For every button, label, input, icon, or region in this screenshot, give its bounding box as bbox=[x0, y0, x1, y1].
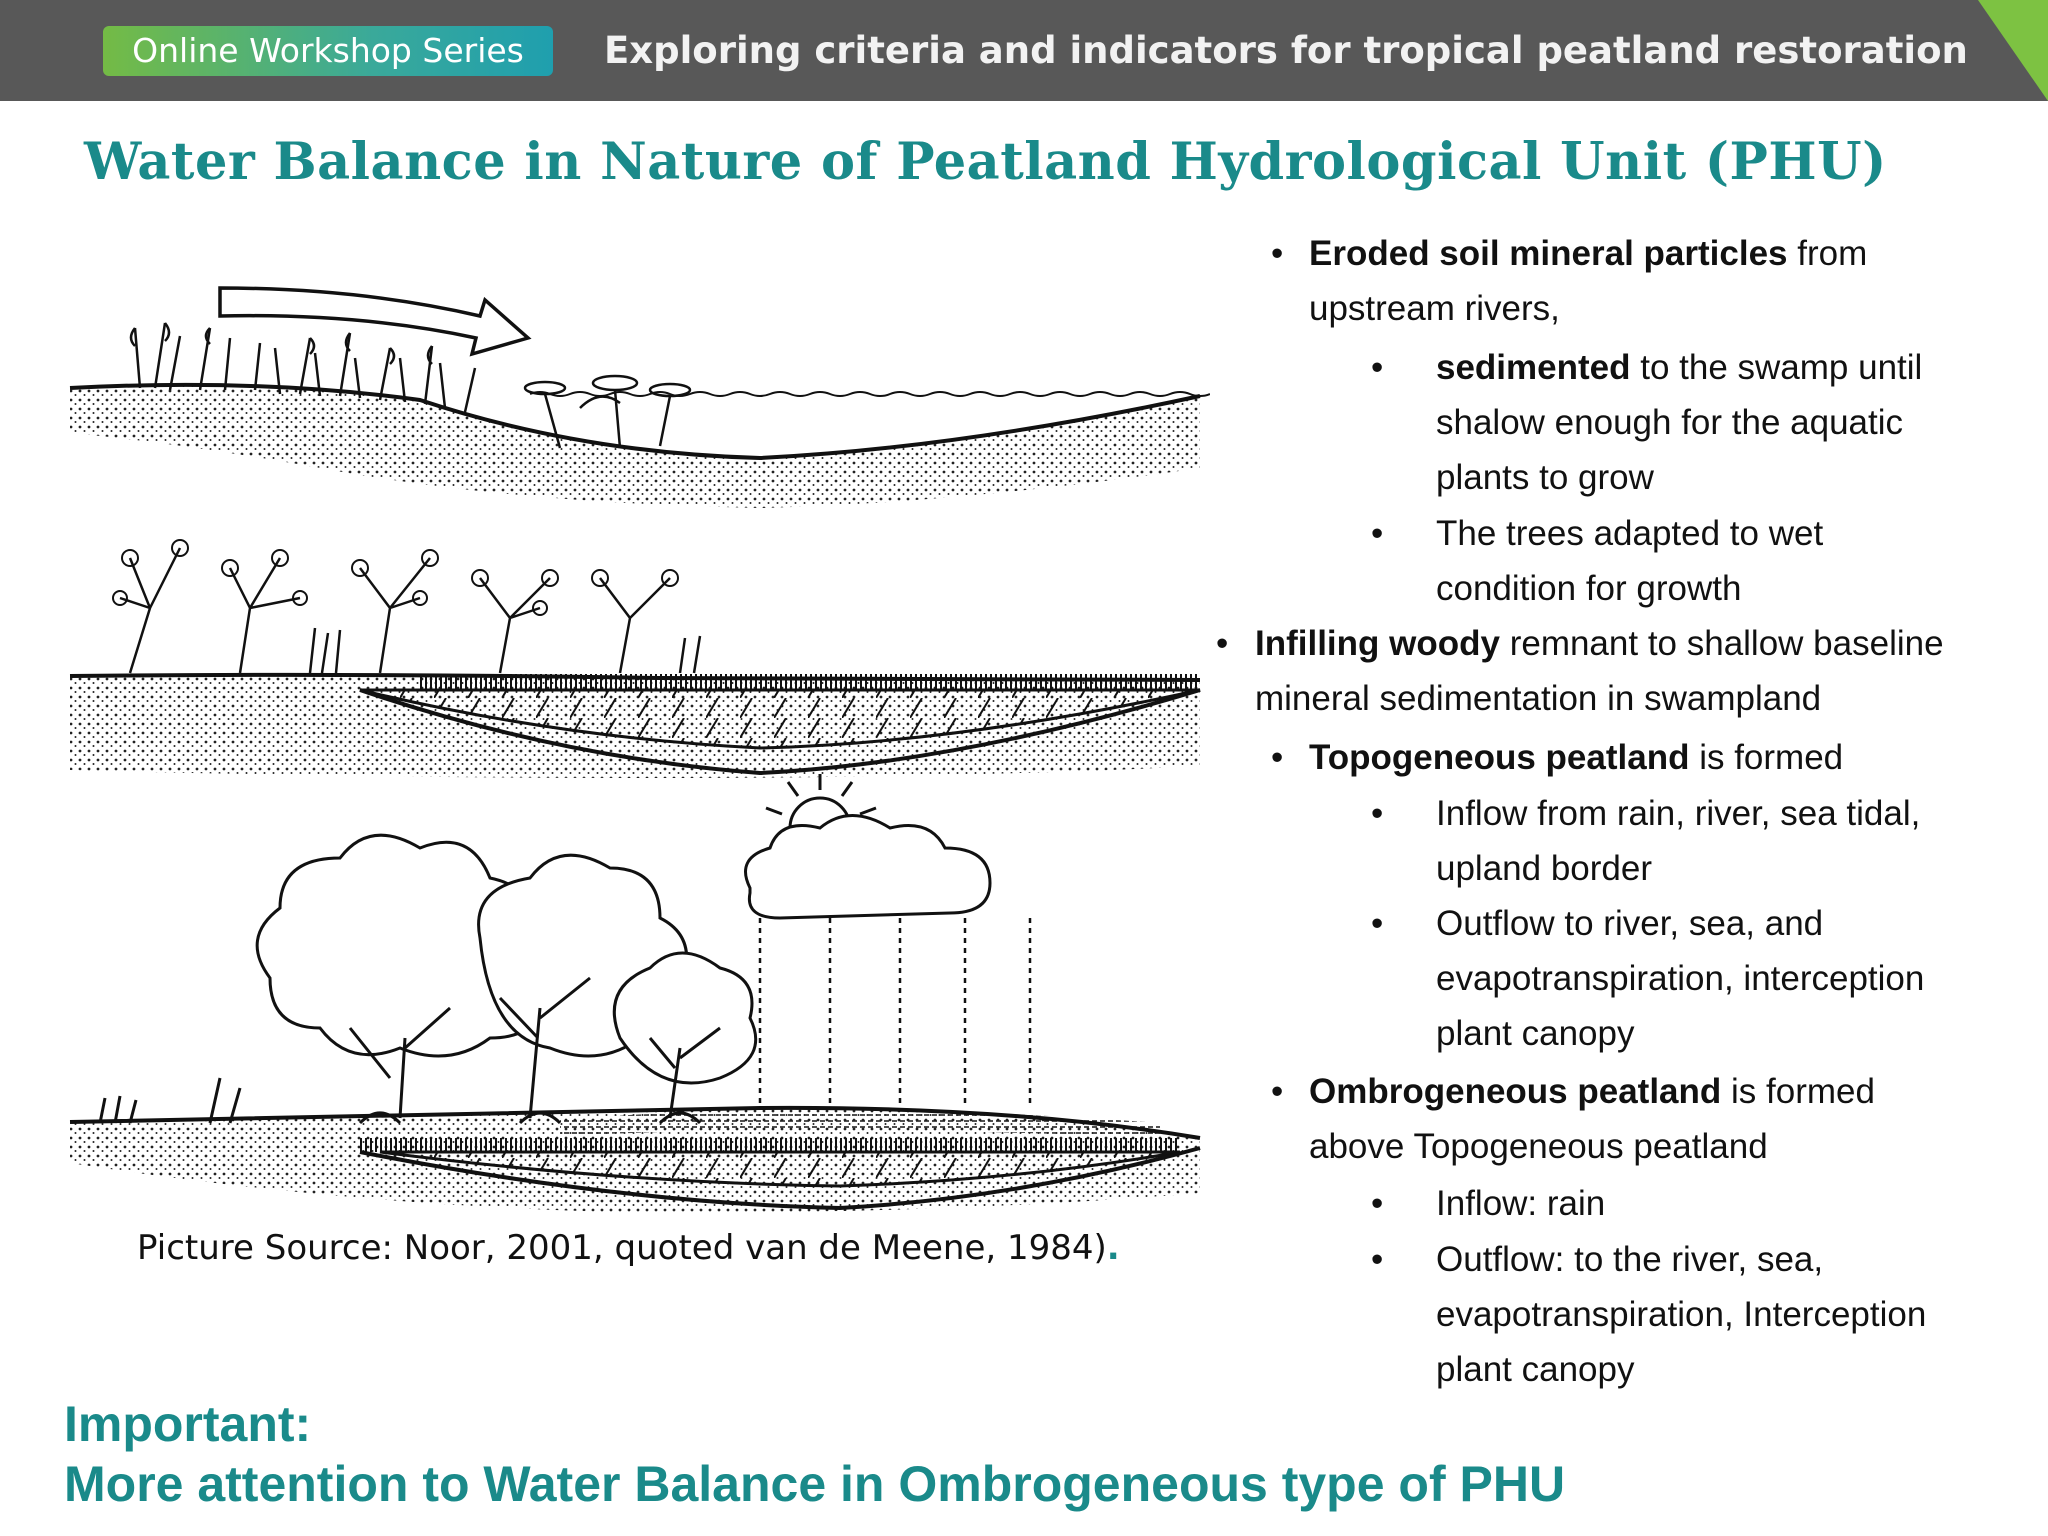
bullet-glyph: • bbox=[1271, 738, 1284, 777]
peatland-formation-illustration bbox=[69, 286, 1210, 1213]
bullet-topogeneous-outflow: • Outflow to river, sea, and evapotransp… bbox=[1371, 896, 1976, 1061]
important-heading: Important: bbox=[64, 1396, 312, 1452]
important-message: More attention to Water Balance in Ombro… bbox=[64, 1456, 1566, 1512]
bullet-glyph: • bbox=[1371, 794, 1384, 833]
bullet-ombrogeneous-outflow: • Outflow: to the river, sea, evapotrans… bbox=[1371, 1232, 1976, 1397]
rain-lines bbox=[758, 918, 1032, 1108]
bullet-ombrogeneous-inflow: • Inflow: rain bbox=[1371, 1176, 1976, 1231]
bullet-eroded-soil: • Eroded soil mineral particles from ups… bbox=[1271, 226, 1949, 336]
bullet-glyph: • bbox=[1371, 1240, 1384, 1279]
important-note: Important: More attention to Water Balan… bbox=[64, 1394, 1565, 1514]
cloud-icon bbox=[744, 814, 992, 920]
bullet-trees-adapted: • The trees adapted to wet condition for… bbox=[1371, 506, 1936, 616]
stage1-swamp bbox=[69, 286, 1210, 508]
bullet-sedimented: • sedimented to the swamp until shalow e… bbox=[1371, 340, 1976, 505]
bullet-glyph: • bbox=[1271, 1072, 1284, 1111]
bullet-topogeneous: • Topogeneous peatland is formed bbox=[1271, 730, 1969, 785]
bullet-glyph: • bbox=[1371, 904, 1384, 943]
bullet-glyph: • bbox=[1271, 234, 1284, 273]
picture-source-caption: Picture Source: Noor, 2001, quoted van d… bbox=[137, 1228, 1120, 1268]
stage3-peat-dome bbox=[69, 774, 1201, 1213]
series-badge: Online Workshop Series bbox=[103, 26, 553, 76]
bullet-glyph: • bbox=[1371, 514, 1384, 553]
bullet-glyph: • bbox=[1371, 1184, 1384, 1223]
flow-arrow-icon bbox=[218, 286, 532, 357]
workshop-title: Exploring criteria and indicators for tr… bbox=[604, 29, 1968, 72]
slide-title: Water Balance in Nature of Peatland Hydr… bbox=[84, 132, 1887, 192]
bullet-topogeneous-inflow: • Inflow from rain, river, sea tidal, up… bbox=[1371, 786, 1976, 896]
header-accent-corner bbox=[1978, 0, 2048, 101]
bullet-ombrogeneous: • Ombrogeneous peatland is formed above … bbox=[1271, 1064, 1949, 1174]
stage2-infilling bbox=[69, 539, 1201, 778]
bullet-glyph: • bbox=[1216, 624, 1229, 663]
bullet-infilling-woody: • Infilling woody remnant to shallow bas… bbox=[1216, 616, 1975, 726]
header-bar: Online Workshop Series Exploring criteri… bbox=[0, 0, 2048, 101]
bullet-glyph: • bbox=[1371, 348, 1384, 387]
tree-canopy-icon bbox=[255, 833, 758, 1085]
